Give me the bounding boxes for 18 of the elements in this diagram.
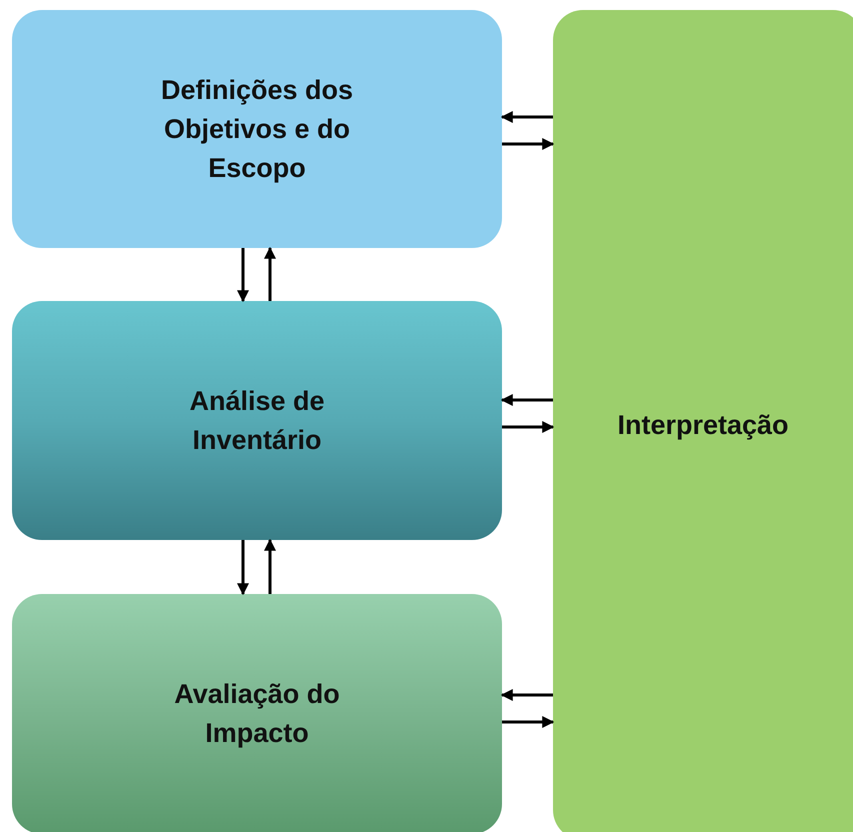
- process-box: [12, 301, 502, 540]
- arrow: [502, 421, 554, 433]
- arrow: [237, 540, 249, 596]
- arrow: [500, 689, 553, 701]
- arrow: [500, 394, 553, 406]
- arrow: [502, 716, 554, 728]
- arrow: [237, 248, 249, 302]
- process-box: [553, 10, 853, 832]
- box-label: Análise de Inventário: [188, 384, 326, 456]
- arrow: [264, 246, 276, 301]
- box-label: Avaliação do Impacto: [173, 678, 341, 750]
- process-box: [12, 10, 502, 248]
- box-label: Definições dos Objetivos e do Escopo: [160, 74, 354, 185]
- process-box: [12, 594, 502, 832]
- box-label: Interpretação: [617, 408, 789, 442]
- arrow: [500, 111, 553, 123]
- arrow: [264, 538, 276, 594]
- arrow: [502, 138, 554, 150]
